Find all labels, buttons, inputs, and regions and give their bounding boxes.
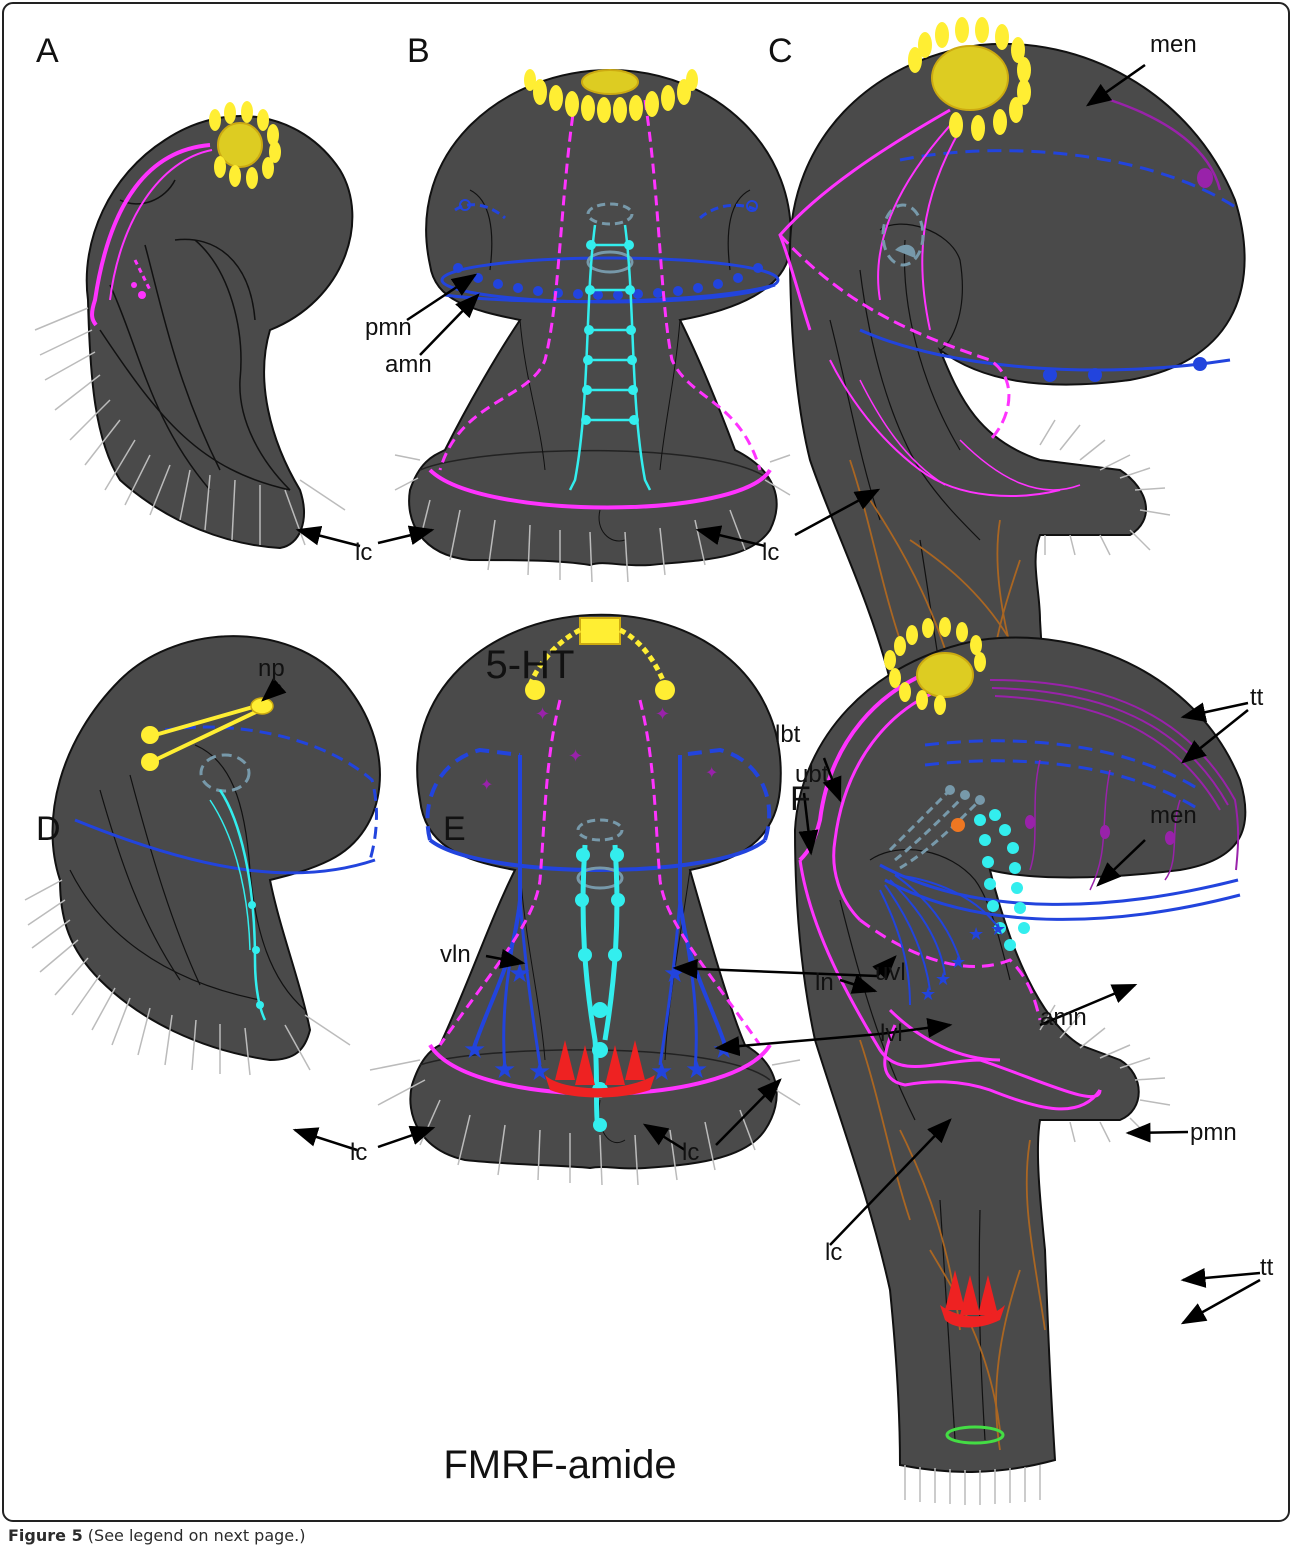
svg-text:★: ★	[463, 1034, 486, 1064]
svg-text:★: ★	[968, 924, 984, 944]
label-lvl: lvl	[880, 1020, 903, 1047]
panel-label-b: B	[407, 32, 430, 70]
label-lc-e: lc	[682, 1139, 699, 1166]
caption-text: (See legend on next page.)	[83, 1526, 306, 1545]
panel-b-larva	[395, 69, 791, 582]
panel-a-larva	[35, 101, 352, 548]
svg-text:★: ★	[935, 969, 951, 989]
title-5ht: 5-HT	[486, 643, 575, 687]
panel-label-d: D	[36, 810, 61, 848]
figure-caption: Figure 5 (See legend on next page.)	[8, 1526, 305, 1545]
label-amn-f: amn	[1040, 1004, 1087, 1031]
label-pmn-b: pmn	[365, 314, 412, 341]
svg-text:★: ★	[920, 984, 936, 1004]
label-ubt: ubt	[795, 761, 829, 788]
label-lc-a: lc	[355, 539, 372, 566]
label-men-f: men	[1150, 802, 1197, 829]
svg-text:★: ★	[650, 1056, 673, 1086]
panel-label-c: C	[768, 32, 793, 70]
caption-label: Figure 5	[8, 1526, 83, 1545]
svg-text:★: ★	[712, 1034, 735, 1064]
svg-text:✦: ✦	[480, 777, 493, 794]
panel-f-larva: ★★★ ★★	[795, 617, 1245, 1505]
panel-e-larva: ★★ ★★★ ★★★ ✦✦ ✦✦ ✦	[370, 615, 800, 1185]
label-lc-c: lc	[762, 539, 779, 566]
label-uvl: uvl	[875, 959, 906, 986]
svg-text:★: ★	[663, 958, 686, 988]
svg-text:✦: ✦	[705, 765, 718, 782]
label-lc-d: lc	[350, 1139, 367, 1166]
svg-text:✦: ✦	[655, 704, 670, 724]
label-ln: ln	[815, 969, 834, 996]
label-vln: vln	[440, 941, 471, 968]
label-lbt: lbt	[775, 721, 801, 748]
label-men-c: men	[1150, 31, 1197, 58]
label-lc-f: lc	[825, 1239, 842, 1266]
svg-text:★: ★	[493, 1054, 516, 1084]
panel-d-larva	[25, 636, 380, 1075]
label-np: np	[258, 655, 285, 682]
label-tt-f: tt	[1260, 1254, 1274, 1281]
panel-label-e: E	[443, 810, 466, 848]
label-pmn-f: pmn	[1190, 1119, 1237, 1146]
label-tt-c: tt	[1250, 684, 1264, 711]
title-fmrf-amide: FMRF-amide	[443, 1443, 676, 1487]
panel-label-a: A	[36, 32, 59, 70]
svg-text:✦: ✦	[568, 746, 583, 766]
svg-text:✦: ✦	[535, 704, 550, 724]
svg-text:★: ★	[950, 952, 966, 972]
svg-text:★: ★	[990, 919, 1006, 939]
svg-text:★: ★	[685, 1054, 708, 1084]
label-amn-b: amn	[385, 351, 432, 378]
